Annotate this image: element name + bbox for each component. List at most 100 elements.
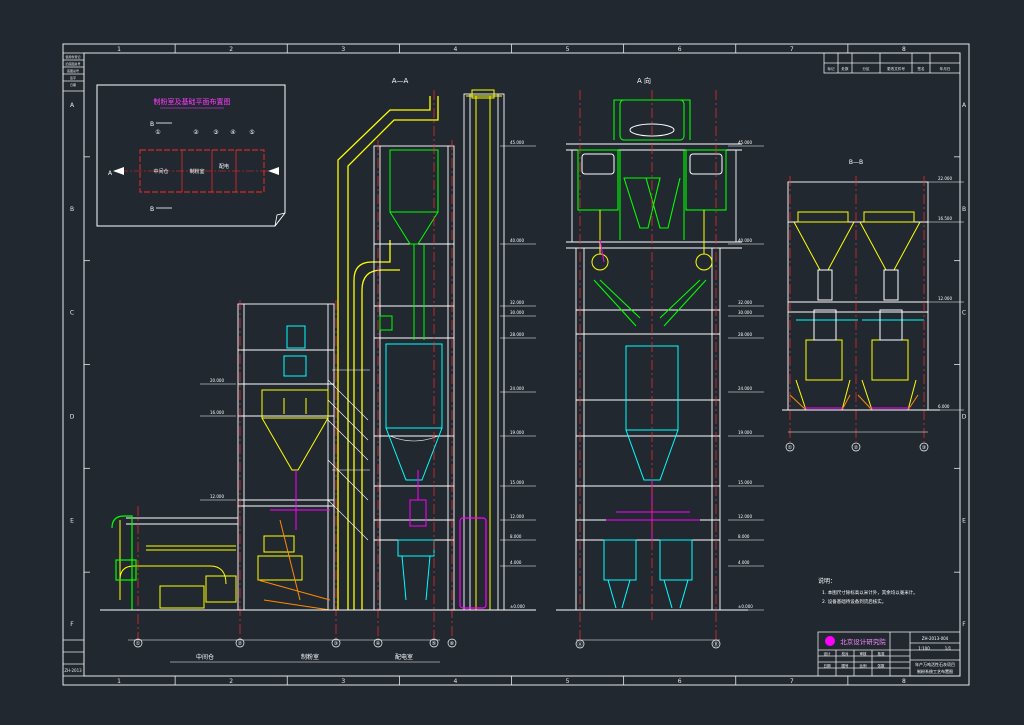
axes-bb-label-1: ②: [854, 445, 859, 451]
elev-aa-left-label-2: 12.000: [210, 494, 224, 499]
border-col-top-8: 8: [902, 46, 906, 53]
axes-a-bubble-0: [575, 639, 585, 649]
elev-bb-right-label-2: 12.000: [938, 296, 952, 301]
elev-a-right-label-7: 15.000: [738, 480, 752, 485]
plan-axis-3: ③: [213, 129, 218, 136]
plan-axis-2: ②: [193, 129, 199, 136]
institute-logo-icon: [825, 636, 835, 646]
border-row-right-B: B: [962, 206, 966, 213]
institute-name: 北京设计研究院: [840, 637, 886, 646]
elev-a-right-label-6: 19.000: [738, 430, 752, 435]
border-col-top-2: 2: [229, 46, 233, 53]
view-title-bb: B—B: [849, 159, 863, 166]
revision-label-3: 更改文件号: [887, 66, 905, 71]
elev-a-right-label-11: ±0.000: [738, 604, 753, 609]
section-bb-view: B—B: [782, 159, 940, 442]
elev-aa-right-label-0: 45.000: [510, 140, 524, 145]
title-field-2: 审核: [860, 651, 868, 656]
revision-label-4: 签名: [917, 66, 925, 71]
elev-aa-right-label-9: 8.000: [510, 534, 522, 539]
border-row-right-F: F: [962, 621, 966, 628]
side-code: ZH-2013: [64, 668, 82, 673]
plan-room-2: 制粉室: [189, 168, 204, 175]
border-col-bottom-4: 4: [454, 678, 458, 685]
plan-section-mark-a: A: [108, 170, 113, 177]
axes-aa-label-3: ④: [376, 641, 381, 647]
elev-aa-right-label-8: 12.000: [510, 514, 524, 519]
axes-aa-bubble-5: [447, 638, 457, 648]
border-col-bottom-8: 8: [902, 678, 906, 685]
elev-aa-right-label-10: 4.000: [510, 560, 522, 565]
title-field-5: 图号: [842, 663, 850, 668]
border-col-top-7: 7: [790, 46, 794, 53]
elev-aa-right-label-4: 28.000: [510, 332, 524, 337]
title-field-1: 校对: [842, 651, 850, 656]
plan-section-mark-bottom: B: [150, 206, 154, 213]
bottom-label-3: 配电室: [395, 653, 413, 661]
border-col-bottom-3: 3: [341, 678, 345, 685]
border-col-bottom-1: 1: [117, 678, 121, 685]
section-aa-view: A—A: [100, 77, 536, 663]
elev-aa-right-label-3: 30.000: [510, 310, 524, 315]
elev-bb-right-label-3: 6.000: [938, 404, 950, 409]
elev-a-right-label-8: 12.000: [738, 514, 752, 519]
elev-aa-right-label-11: ±0.000: [510, 604, 525, 609]
axes-bb-bubble-2: [919, 442, 929, 452]
axes-aa-label-1: ②: [238, 641, 243, 647]
axes-a-bubble-1: [711, 639, 721, 649]
bottom-label-2: 制粉室: [301, 653, 319, 661]
left-strip-label-1: 旧底图总号: [65, 61, 80, 66]
elev-aa-right-label-7: 15.000: [510, 480, 524, 485]
plan-section-mark-top: B: [150, 121, 154, 128]
elev-aa-right-label-6: 19.000: [510, 430, 524, 435]
border-col-top-1: 1: [117, 46, 121, 53]
axes-aa-label-5: ⑥: [450, 641, 455, 647]
border-row-left-B: B: [70, 206, 74, 213]
plan-title: 制粉室及基础平面布置图: [154, 97, 231, 106]
axes-bb-bubble-1: [851, 442, 861, 452]
revision-label-1: 处数: [841, 66, 849, 71]
title-block-fields: 设计校对审核批准日期图号比例张数: [824, 651, 886, 668]
drawing-number: ZH-2013-004: [922, 636, 949, 641]
elev-a-right-label-10: 4.000: [738, 560, 750, 565]
axes-aa-label-4: ⑤: [432, 641, 436, 647]
axes-aa-label-0: ①: [136, 641, 141, 647]
bottom-label-1: 中间仓: [196, 653, 214, 661]
title-field-6: 比例: [860, 663, 868, 668]
axes-aa-bubble-0: [133, 638, 143, 648]
elev-aa-right-label-1: 40.000: [510, 238, 524, 243]
border-row-left-E: E: [70, 517, 74, 524]
axes-aa-bubble-3: [373, 638, 383, 648]
axes-bb-bubble-0: [785, 442, 795, 452]
axes-a-label-1: Ⓑ: [713, 641, 718, 648]
elev-aa-right-label-2: 32.000: [510, 300, 524, 305]
axes-bb-label-0: ①: [788, 445, 793, 451]
project-name: 年产万吨活性石灰项目: [915, 661, 955, 667]
title-field-3: 批准: [878, 651, 886, 656]
elev-a-right-label-9: 8.000: [738, 534, 750, 539]
plan-axis-1: ①: [155, 129, 160, 136]
plan-axis-5: ⑤: [249, 129, 254, 136]
title-field-7: 张数: [878, 663, 886, 668]
elev-a-right-label-1: 40.000: [738, 238, 752, 243]
border-col-top-3: 3: [341, 46, 345, 53]
notes-heading: 说明：: [818, 577, 836, 585]
axes-aa-label-2: ③: [334, 641, 338, 647]
elev-aa-left-label-1: 16.000: [210, 410, 224, 415]
border-col-bottom-7: 7: [790, 678, 794, 685]
border-col-top-4: 4: [454, 46, 458, 53]
plan-room-3: 配电: [219, 163, 229, 170]
axes-aa-bubble-2: [331, 638, 341, 648]
elev-a-right-label-2: 32.000: [738, 300, 752, 305]
revision-label-5: 年月日: [940, 66, 951, 71]
left-strip-label-4: 日期: [70, 82, 76, 87]
title-field-0: 设计: [824, 651, 832, 656]
border-col-bottom-6: 6: [678, 678, 682, 685]
left-strip-label-0: 借用件登记: [65, 54, 80, 59]
